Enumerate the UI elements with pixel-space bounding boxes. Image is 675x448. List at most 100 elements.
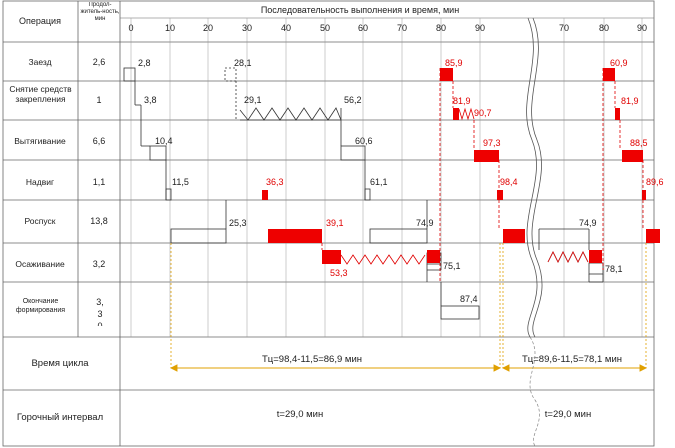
value-label-red: 81,9: [621, 96, 639, 106]
red-bar-pull-2: [622, 150, 643, 162]
header-sequence: Последовательность выполнения и время, м…: [261, 5, 459, 15]
red-bar-release-2: [615, 108, 620, 120]
bar-arrival-1: [123, 67, 136, 82]
op-name: Окончание формирования: [15, 298, 66, 314]
red-bar-arrival-2: [603, 68, 615, 81]
value-label: 10,4: [155, 136, 173, 146]
red-bar-breakup-3: [646, 229, 660, 243]
red-zigzag-1: [458, 107, 475, 121]
header-operation: Операция: [19, 16, 61, 26]
bar-breakup-2: [369, 228, 428, 244]
red-bar-pull: [474, 150, 499, 162]
bar-pull-1: [149, 145, 167, 161]
op-name: Вытягивание: [14, 136, 66, 146]
red-zigzag-2: [340, 254, 426, 265]
op-duration: 3,2: [93, 259, 106, 269]
value-label: 11,5: [172, 177, 189, 187]
op-duration: 3,3 0: [96, 297, 104, 326]
op-name: Снятие средств закрепления: [9, 84, 72, 104]
value-label-red: 53,3: [330, 268, 348, 278]
operation-names: Заезд Снятие средств закрепления Вытягив…: [9, 57, 72, 314]
value-label: 74,9: [579, 218, 597, 228]
value-label: 3,8: [144, 95, 157, 105]
tick-label: 40: [281, 23, 291, 33]
value-label: 29,1: [244, 95, 262, 105]
red-bar-push-2: [497, 190, 503, 200]
op-duration: 1: [96, 95, 101, 105]
zigzag-release: [239, 107, 342, 121]
value-label: 87,4: [460, 294, 478, 304]
value-label: 60,6: [355, 136, 373, 146]
red-bar-settle: [322, 250, 341, 264]
op-name: Осаживание: [15, 259, 65, 269]
interval-left-value: t=29,0 мин: [277, 409, 323, 420]
durations: 2,6 1 6,6 1,1 13,8 3,2 3,3 0: [90, 57, 108, 326]
tick-label: 90: [475, 23, 485, 33]
tick-label: 0: [128, 23, 133, 33]
bar-settle-2: [588, 262, 604, 275]
op-duration: 2,6: [93, 57, 106, 67]
bars-red: [262, 68, 660, 264]
op-name: Заезд: [28, 57, 51, 67]
bar-breakup-1: [170, 228, 227, 244]
value-label-red: 36,3: [266, 177, 284, 187]
tick-label: 70: [559, 23, 569, 33]
bar-finish: [440, 305, 480, 320]
tick-label: 60: [358, 23, 368, 33]
bar-push-2: [364, 188, 371, 201]
tick-label: 20: [203, 23, 213, 33]
axis-break: [526, 17, 538, 338]
value-label: 74,9: [416, 218, 434, 228]
tick-labels: 0 10 20 30 40 50 60 70 80 90 70 80 90: [128, 23, 647, 33]
red-zigzag-3: [547, 251, 589, 263]
op-duration: 6,6: [93, 136, 106, 146]
tick-label: 30: [242, 23, 252, 33]
annotations-black: 2,8 28,1 3,8 29,1 56,2 10,4 60,6 11,5 61…: [138, 58, 623, 304]
red-bar-breakup: [268, 229, 322, 243]
interval-right-value: t=29,0 мин: [545, 409, 591, 420]
op-duration: 13,8: [90, 216, 108, 226]
tick-label: 80: [436, 23, 446, 33]
value-label-red: 98,4: [500, 177, 518, 187]
red-bar-push: [262, 190, 268, 200]
red-bar-arrival: [440, 68, 453, 81]
op-name: Роспуск: [25, 216, 56, 226]
value-label: 2,8: [138, 58, 151, 68]
cycle-right-value: Tц=89,6-11,5=78,1 мин: [522, 354, 622, 365]
interval-label: Горочный интервал: [17, 412, 103, 423]
value-label-red: 97,3: [483, 138, 501, 148]
value-label-red: 85,9: [445, 58, 463, 68]
value-label-red: 90,7: [474, 108, 492, 118]
bar-pull-2: [340, 145, 366, 161]
value-label-red: 89,6: [646, 177, 664, 187]
value-label: 75,1: [443, 261, 461, 271]
value-label: 25,3: [229, 218, 247, 228]
bar-arrival-2: [224, 67, 237, 82]
red-bar-settle-2: [427, 250, 440, 263]
red-bar-breakup-2: [503, 229, 525, 243]
value-label-red: 39,1: [326, 218, 344, 228]
op-name: Надвиг: [26, 177, 54, 187]
header-duration: Продол-житель-ность, мин: [80, 2, 120, 22]
tick-label: 10: [165, 23, 175, 33]
value-label: 56,2: [344, 95, 362, 105]
value-label: 28,1: [234, 58, 252, 68]
value-label-red: 88,5: [630, 138, 648, 148]
value-label-red: 81,9: [453, 96, 471, 106]
bar-push-1: [165, 188, 172, 201]
tick-label: 70: [397, 23, 407, 33]
op-duration: 1,1: [93, 177, 106, 187]
tick-label: 50: [320, 23, 330, 33]
tick-label: 90: [637, 23, 647, 33]
value-label: 61,1: [370, 177, 388, 187]
cycle-label: Время цикла: [31, 358, 89, 369]
tick-label: 80: [599, 23, 609, 33]
annotations-red: 85,9 60,9 81,9 90,7 81,9 97,3 88,5 36,3 …: [266, 58, 664, 278]
red-bar-release: [453, 108, 459, 120]
red-bar-settle-3: [589, 250, 602, 263]
value-label-red: 60,9: [610, 58, 628, 68]
red-bar-push-3: [642, 190, 646, 200]
bars-black: [123, 67, 604, 320]
